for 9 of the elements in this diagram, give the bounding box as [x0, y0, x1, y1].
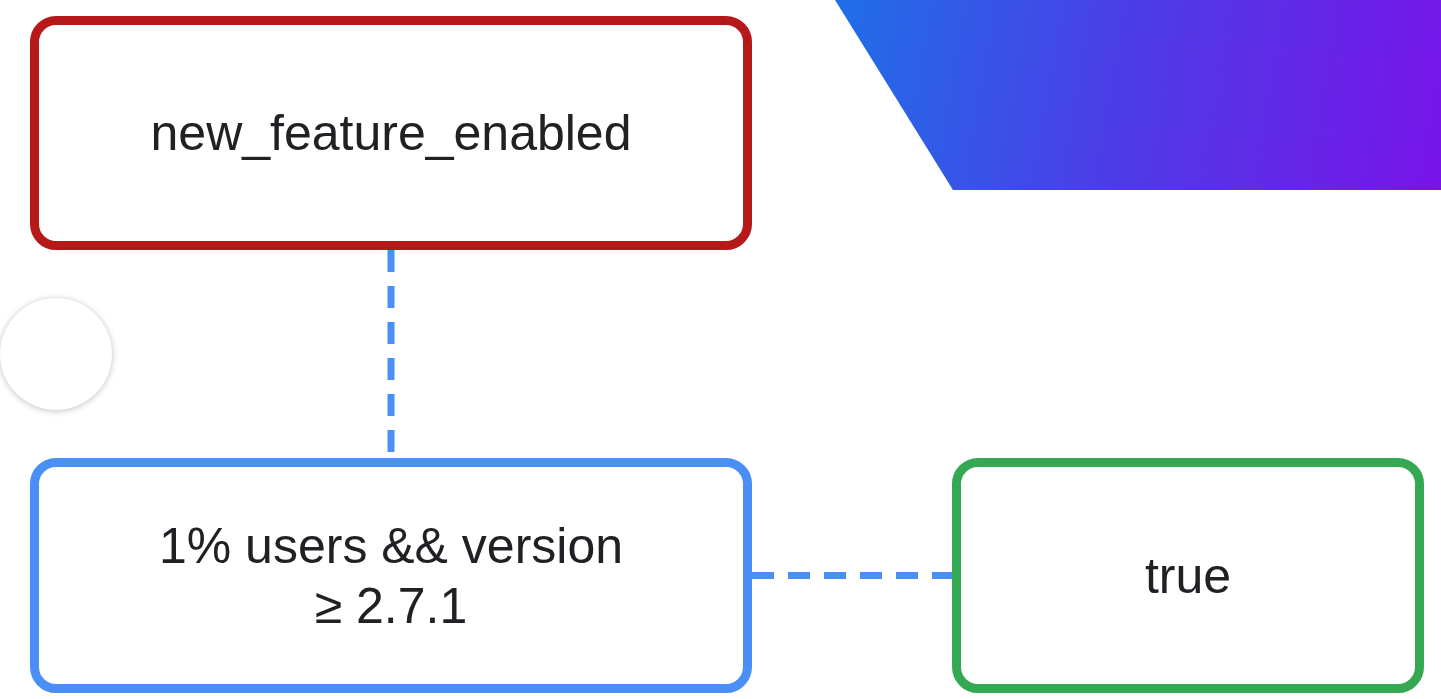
node-box [30, 458, 752, 693]
dashed-connector [752, 572, 952, 579]
node-box [952, 458, 1424, 693]
node-label: 1% users && version ≥ 2.7.1 [157, 516, 625, 636]
node-box [30, 16, 752, 250]
node-label: new_feature_enabled [150, 104, 632, 163]
node-label: true [1144, 546, 1232, 606]
half-circle-shape [0, 298, 112, 410]
gradient-banner [835, 0, 1441, 190]
